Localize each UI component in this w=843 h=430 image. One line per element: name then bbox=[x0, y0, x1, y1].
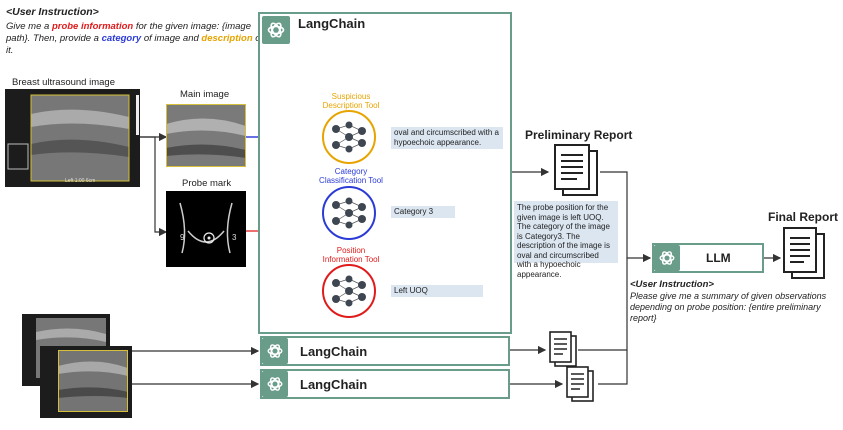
langchain-main-title: LangChain bbox=[298, 16, 366, 31]
probe-mark-label: Probe mark bbox=[182, 178, 232, 189]
user-instruction-top-title: <User Instruction> bbox=[6, 6, 99, 18]
preliminary-report-title: Preliminary Report bbox=[525, 128, 633, 142]
instr-description: description bbox=[201, 33, 253, 44]
neural-network-icon bbox=[332, 121, 366, 153]
user-instruction-bottom-title: <User Instruction> bbox=[630, 279, 714, 290]
neural-network-icon bbox=[332, 197, 366, 229]
document-stack-icon bbox=[554, 144, 598, 196]
main-image bbox=[166, 104, 246, 167]
langchain-small-2-title: LangChain bbox=[300, 376, 368, 392]
arrow-to-llm bbox=[600, 171, 652, 263]
probe-mark-left-number: 9 bbox=[180, 233, 185, 242]
extra-ultrasound-picture-2 bbox=[40, 346, 132, 418]
langchain-main-container bbox=[258, 12, 512, 334]
instr-probe: probe information bbox=[51, 21, 134, 32]
tool-2-name: Category Classification Tool bbox=[319, 167, 383, 185]
tool-3-name: Position Information Tool bbox=[322, 246, 380, 264]
llm-box: LLM bbox=[652, 243, 764, 273]
final-report-title: Final Report bbox=[768, 210, 839, 224]
extra-ultrasound-image-2 bbox=[40, 346, 132, 418]
instr-part1: Give me a bbox=[6, 21, 52, 32]
ultrasound-caption: Left 1:00 6cm bbox=[65, 178, 96, 184]
line-small-report-2 bbox=[598, 350, 628, 385]
tool-1-name: Suspicious Description Tool bbox=[322, 92, 380, 110]
instr-part3: of image and bbox=[141, 33, 202, 44]
document-stack-icon bbox=[549, 331, 577, 367]
openai-logo-icon bbox=[267, 344, 283, 358]
probe-mark-image: 9 3 bbox=[166, 191, 246, 267]
tool-1-circle bbox=[322, 110, 376, 164]
breast-ultrasound-image: Left 1:00 6cm bbox=[5, 89, 140, 187]
ultrasound-picture bbox=[5, 89, 140, 187]
arrow-to-probe-mark bbox=[140, 136, 168, 237]
openai-logo-icon bbox=[659, 251, 675, 265]
probe-mark-picture bbox=[179, 202, 233, 254]
user-instruction-top-text: Give me a probe information for the give… bbox=[6, 21, 268, 57]
langchain-small-1: LangChain bbox=[260, 336, 510, 366]
tool-3-circle bbox=[322, 264, 376, 318]
user-instruction-bottom-text: Please give me a summary of given observ… bbox=[630, 291, 827, 323]
llm-label: LLM bbox=[706, 251, 731, 265]
instr-category: category bbox=[101, 33, 142, 44]
main-image-picture bbox=[166, 104, 246, 167]
langchain-small-2: LangChain bbox=[260, 369, 510, 399]
instr-part2: for the given image: {image path}. Then,… bbox=[6, 21, 251, 44]
tool-2-circle bbox=[322, 186, 376, 240]
tool-3-output: Left UOQ bbox=[391, 285, 483, 297]
langchain-small-2-logo bbox=[262, 371, 288, 397]
probe-mark-right-number: 3 bbox=[232, 233, 237, 242]
tool-2-output: Category 3 bbox=[391, 206, 455, 218]
openai-logo-icon bbox=[267, 377, 283, 391]
document-stack-icon bbox=[783, 227, 825, 279]
langchain-main-logo bbox=[262, 16, 290, 44]
document-stack-icon bbox=[566, 366, 594, 402]
line-small-report-1 bbox=[578, 258, 628, 351]
breast-ultrasound-label: Breast ultrasound image bbox=[12, 77, 115, 88]
tool-1-output: oval and circumscribed with a hypoechoic… bbox=[391, 127, 503, 149]
langchain-small-1-title: LangChain bbox=[300, 343, 368, 359]
main-image-label: Main image bbox=[180, 89, 230, 100]
neural-network-icon bbox=[332, 275, 366, 307]
preliminary-report-text: The probe position for the given image i… bbox=[514, 201, 618, 279]
langchain-small-1-logo bbox=[262, 338, 288, 364]
llm-logo bbox=[654, 245, 680, 271]
openai-logo-icon bbox=[267, 22, 285, 38]
